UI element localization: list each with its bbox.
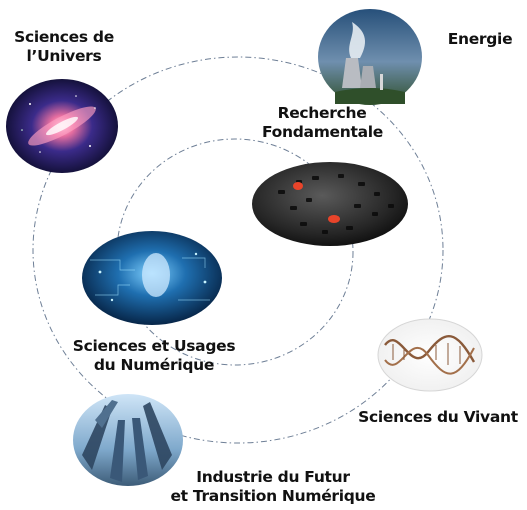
label-sciences-univers: Sciences de l’Univers <box>14 28 114 65</box>
galaxy-image <box>6 79 118 173</box>
label-sciences-usages-numerique: Sciences et Usages du Numérique <box>72 337 236 374</box>
power-plant-image <box>318 9 422 105</box>
label-industrie-futur: Industrie du Futur et Transition Numériq… <box>170 468 376 505</box>
label-recherche-fondamentale: Recherche Fondamentale <box>262 104 383 141</box>
label-energie: Energie <box>447 30 513 48</box>
label-sciences-vivant: Sciences du Vivant <box>358 408 518 426</box>
dna-helix-image <box>377 318 483 392</box>
digital-face-image <box>82 231 222 325</box>
puzzle-pieces-image <box>252 162 408 246</box>
inner-ring <box>116 138 354 366</box>
outer-ring <box>32 56 444 444</box>
skyscrapers-image <box>73 394 183 486</box>
